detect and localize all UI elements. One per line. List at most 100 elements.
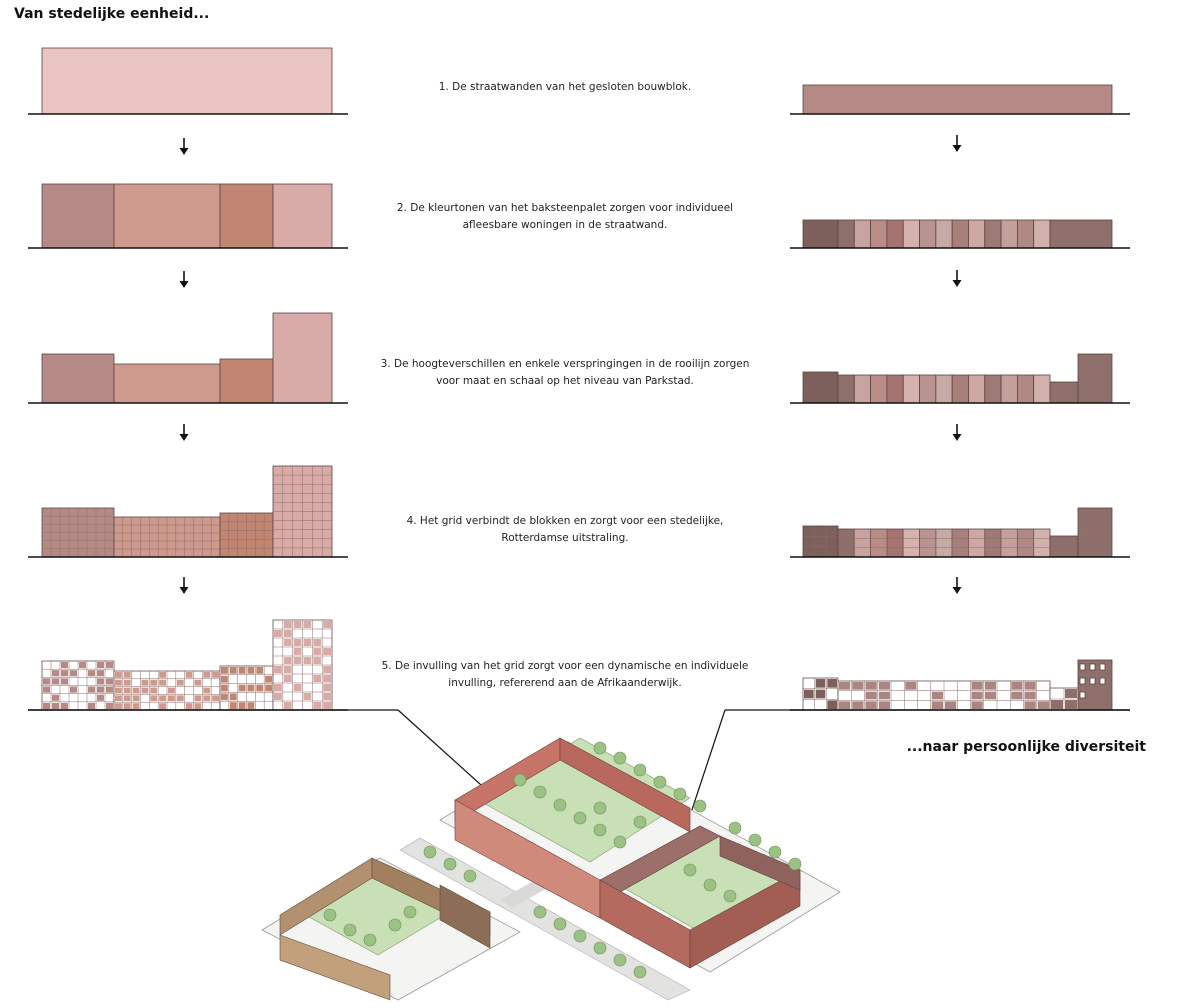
left-3-block-4 [272,312,333,404]
right-5-strip-panel [984,691,996,700]
left-5-block-1-panel [43,702,50,709]
right-3-cell-7 [935,374,953,404]
tree-18 [613,953,627,967]
left-5-block-1-panel [88,702,95,709]
left-2-block-4 [272,183,333,249]
step-3-text: 3. De hoogteverschillen en enkele verspr… [380,358,750,387]
left-5-block-4-panel [293,684,302,691]
left-5-block-3-lines [220,666,273,710]
right-4-cell-1 [837,528,855,558]
tree-6 [693,799,707,813]
left-5-block-2-panel [176,679,184,686]
left-5-block-4-panel [323,621,331,628]
right-5-strip [837,680,1051,711]
right-5-strip-panel [984,682,996,690]
left-5-block-4-panel [303,693,312,700]
right-3-cell-9 [968,374,986,404]
left-arrow-2 [179,271,189,288]
left-5-block-3-panel [229,702,237,709]
left-4-grid-2 [114,517,220,557]
right-5-tower-window [1099,677,1106,685]
left-5-block-4-panel [303,657,312,664]
left-5-block-3-panel [247,702,255,709]
left-5-block-3-panel [229,693,237,701]
right-5-strip-panel [1011,682,1023,690]
left-5-block-1-panel [79,662,86,669]
right-5-strip-panel [1024,701,1036,709]
right-2-cell-3 [870,219,888,249]
right-5-strip-panel [1024,682,1036,690]
left-3-block-2 [113,363,221,404]
left-5-block-1-panel [97,694,104,701]
right-5-strip-panel [971,691,983,700]
left-5-block-2-panel [150,679,158,686]
left-5-block-2-panel [185,703,193,709]
right-5-end-left-panel [827,679,837,688]
right-5-strip-panel [1024,691,1036,700]
right-5-strip-lines [838,681,1050,710]
right-5-step-panel [1065,689,1077,698]
left-5-block-4-panel [283,666,292,673]
left-5-block-1 [41,660,115,711]
step-4-text: 4. Het grid verbindt de blokken en zorgt… [406,515,724,544]
left-5-block-2-panel [115,679,122,686]
right-2-cell-2 [853,219,872,249]
left-5-block-1-panel [43,686,50,693]
left-5-block-4-panel [303,621,312,628]
right-5-tower-window [1079,663,1086,671]
right-2-cell-4 [886,219,904,249]
left-5-block-1-panel [88,670,95,677]
right-3-cell-8 [951,374,969,404]
right-4-end-left [802,525,839,558]
right-4-tower-grid [1078,508,1112,557]
right-5-step-panel [1051,700,1063,709]
right-5-strip-panel [945,701,957,709]
west-block-wall-sw [279,934,391,1001]
right-5-strip-panel [931,691,943,700]
right-2-cell-1 [837,219,855,249]
left-5-block-4-panel [274,666,282,673]
right-3-cell-10 [984,374,1002,404]
tree-9 [768,845,782,859]
left-3-block-3 [219,358,274,404]
tree-3 [633,763,647,777]
left-5-block-3-panel [238,702,246,709]
left-arrow-3-head [179,434,189,441]
right-5-step-lines [1050,688,1078,710]
left-5-block-4-panel [283,657,292,664]
left-5-block-4-panel [293,621,302,628]
tree-21 [533,785,547,799]
left-5-block-1-panel [61,662,68,669]
right-5-tower-window [1079,691,1086,699]
left-5-block-4-panel [283,675,292,682]
left-5-block-1-panel [88,686,95,693]
left-5-block-2-panel [141,679,149,686]
right-4-cell-9 [968,528,986,558]
left-5-block-2-panel [203,695,211,702]
left-5-block-1-panel [97,670,104,677]
right-5-step [1049,687,1079,711]
left-5-block-4-panel [283,630,292,637]
axonometric-site-plan [261,737,841,1001]
tree-8 [748,833,762,847]
right-3-tower [1077,353,1113,404]
right-5-tower-window [1089,663,1096,671]
left-5-block-2-panel [203,687,211,694]
right-2-cell-9 [968,219,986,249]
left-2-block-3 [219,183,274,249]
right-5-strip-panel [865,682,877,690]
left-5-block-1-panel [97,678,104,685]
right-4-cell-2 [853,528,872,558]
right-4-cell-11 [1000,528,1018,558]
left-5-block-4-panel [313,702,322,709]
left-5-block-2-panel [115,687,122,694]
right-5-step-panel [1065,700,1077,709]
left-5-block-1-panel [106,686,113,693]
tree-5 [673,787,687,801]
tree-11 [423,845,437,859]
tree-25 [613,835,627,849]
right-4-cell-7 [935,528,953,558]
tree-27 [593,801,607,815]
